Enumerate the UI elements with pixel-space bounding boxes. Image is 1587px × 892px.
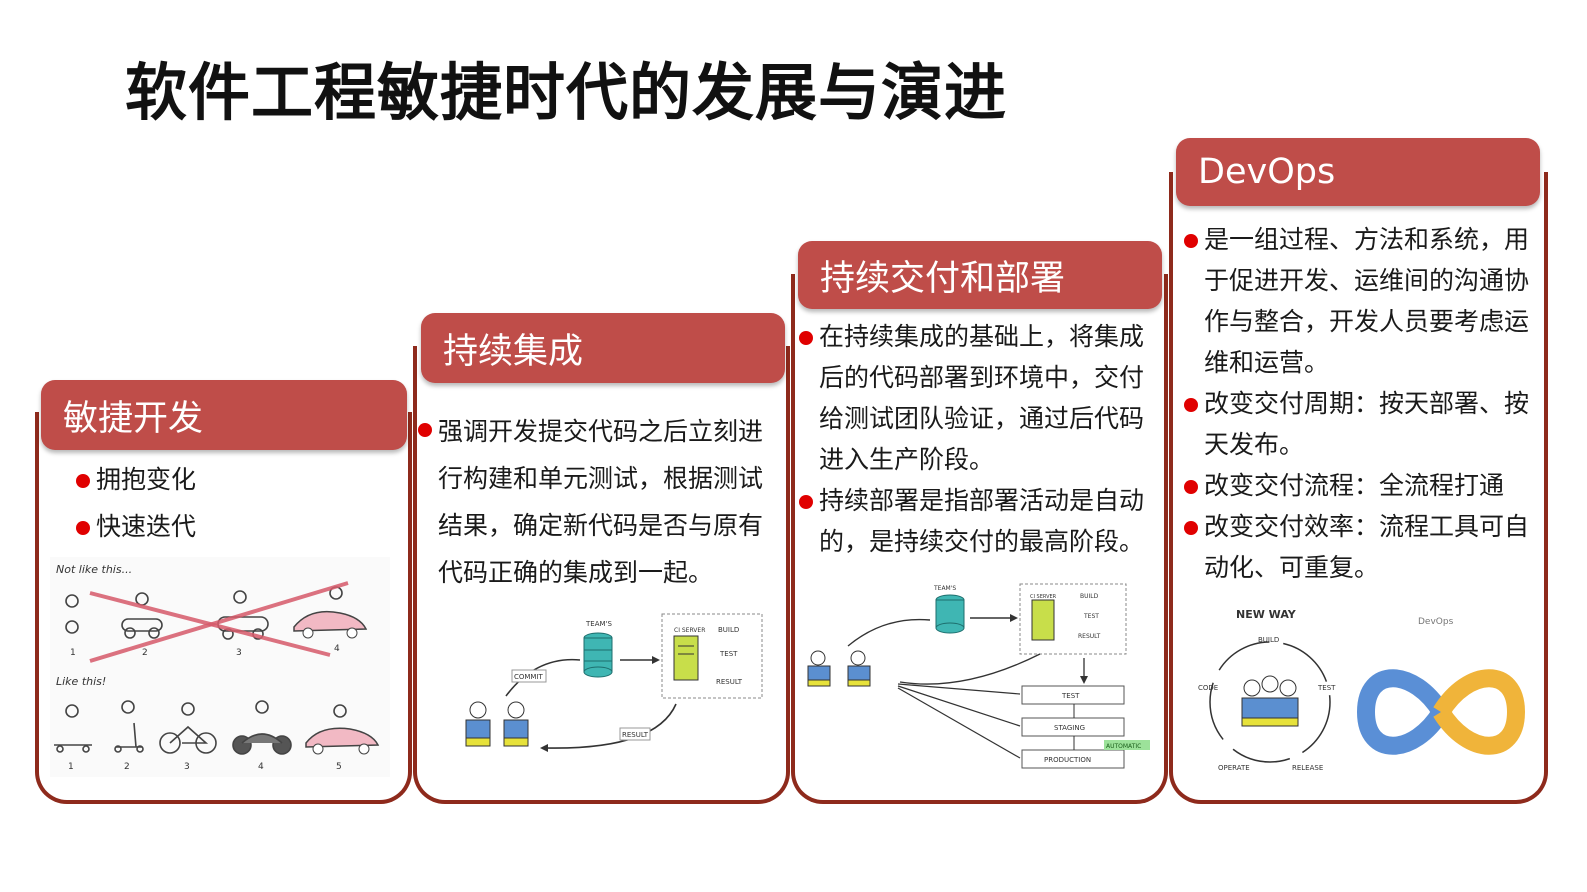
environment-stack: TEST STAGING PRODUCTION AUTOMATIC (1021, 685, 1150, 769)
cycle-step: CODE (1198, 684, 1218, 692)
mvp-step-label: 3 (184, 762, 190, 772)
stage-agile-header: 敏捷开发 (41, 380, 407, 450)
stage-ci-title: 持续集成 (443, 331, 584, 372)
stage-cd-header: 持续交付和部署 (798, 241, 1162, 309)
devops-infinity-diagram: DevOps (1356, 617, 1526, 755)
bullet-item: 改变交付流程：全流程打通 (1184, 465, 1529, 506)
ci-server-box: CI SERVER BUILD TEST RESULT (1019, 583, 1127, 655)
repository-icon: TEAM'S (583, 620, 613, 678)
ci-step: RESULT (1078, 633, 1101, 640)
stage-cd-title: 持续交付和部署 (820, 258, 1066, 299)
ci-server-label: CI SERVER (1030, 594, 1057, 600)
bullet-item: 改变交付周期：按天部署、按天发布。 (1184, 383, 1529, 465)
bullet-item: 拥抱变化 (76, 459, 396, 500)
repository-icon: TEAM'S (933, 585, 965, 634)
bullet-item: 在持续集成的基础上，将集成后的代码部署到环境中，交付给测试团队验证，通过后代码进… (799, 316, 1161, 480)
bullet-item: 快速迭代 (76, 506, 396, 547)
stage-devops-header: DevOps (1176, 138, 1540, 206)
developers-icon (807, 650, 871, 687)
page-title: 软件工程敏捷时代的发展与演进 (125, 56, 1008, 129)
mvp-step-label: 2 (142, 648, 148, 658)
ci-flow-diagram: COMMIT TEAM'S CI SERVER BUILD TEST RESUL… (465, 613, 763, 752)
stage-agile-frame (35, 412, 412, 804)
env-label: STAGING (1054, 724, 1085, 732)
mvp-step-label: 4 (258, 762, 264, 772)
stage-devops-bullets: 是一组过程、方法和系统，用于促进开发、运维间的沟通协作与整合，开发人员要考虑运维… (1184, 219, 1529, 588)
mvp-car-icon (293, 610, 368, 632)
stage-devops-title: DevOps (1198, 152, 1336, 192)
ci-step: BUILD (718, 626, 739, 634)
cycle-step: TEST (1317, 684, 1336, 692)
mvp-label-top: Not like this... (56, 563, 132, 576)
mvp-illustration: Not like this... 1 2 3 4 Like this! 1 2 … (50, 557, 390, 777)
infinity-right-loop (1433, 669, 1526, 755)
ci-step: TEST (1083, 613, 1099, 620)
cycle-title: NEW WAY (1236, 608, 1297, 621)
stage-cd-bullets: 在持续集成的基础上，将集成后的代码部署到环境中，交付给测试团队验证，通过后代码进… (799, 316, 1161, 562)
infinity-title: DevOps (1418, 617, 1454, 627)
repo-label: TEAM'S (585, 620, 612, 628)
result-label: RESULT (622, 731, 649, 739)
cycle-step: BUILD (1258, 636, 1279, 644)
mvp-step-label: 3 (236, 648, 242, 658)
stage-agile-title: 敏捷开发 (63, 398, 204, 439)
cycle-step: OPERATE (1218, 764, 1250, 772)
devops-cycle-diagram: NEW WAY BUILD TEST RELEASE OPERATE CODE (1198, 608, 1336, 772)
ci-step: BUILD (1080, 593, 1099, 600)
bullet-item: 改变交付效率：流程工具可自动化、可重复。 (1184, 506, 1529, 588)
developers-icon (465, 701, 529, 747)
deploy-arrows (897, 683, 1021, 759)
stage-agile-bullets: 拥抱变化 快速迭代 (76, 459, 396, 547)
mvp-step-label: 2 (124, 762, 130, 772)
mvp-step-label: 4 (334, 644, 340, 654)
mvp-bottom-row (54, 700, 292, 755)
stage-cd-frame (791, 274, 1168, 804)
repo-label: TEAM'S (933, 585, 956, 592)
mvp-step-label: 5 (336, 762, 342, 772)
env-label: PRODUCTION (1044, 756, 1091, 764)
mvp-label-bottom: Like this! (56, 675, 106, 688)
stage-ci-frame (413, 346, 790, 804)
mvp-step-label: 1 (68, 762, 74, 772)
team-icon (1241, 675, 1299, 727)
cd-pipeline-diagram: TEAM'S CI SERVER BUILD TEST RESULT TEST … (807, 583, 1150, 769)
commit-label: COMMIT (514, 673, 544, 681)
cycle-step: RELEASE (1292, 764, 1323, 772)
mvp-step-label: 1 (70, 648, 76, 658)
ci-server-label: CI SERVER (674, 627, 705, 634)
bullet-item: 强调开发提交代码之后立刻进行构建和单元测试，根据测试结果，确定新代码是否与原有代… (418, 408, 782, 596)
stage-ci-bullets: 强调开发提交代码之后立刻进行构建和单元测试，根据测试结果，确定新代码是否与原有代… (418, 408, 782, 596)
env-label: TEST (1061, 692, 1080, 700)
ci-step: RESULT (716, 678, 743, 686)
bullet-item: 持续部署是指部署活动是自动的，是持续交付的最高阶段。 (799, 480, 1161, 562)
stage-ci-header: 持续集成 (421, 313, 785, 383)
infinity-left-loop (1356, 669, 1449, 755)
ci-step: TEST (719, 650, 738, 658)
ci-server-box: CI SERVER BUILD TEST RESULT (661, 613, 763, 699)
bullet-item: 是一组过程、方法和系统，用于促进开发、运维间的沟通协作与整合，开发人员要考虑运维… (1184, 219, 1529, 383)
automatic-tag: AUTOMATIC (1106, 743, 1141, 750)
mvp-car-final-icon (305, 727, 380, 748)
stage-devops-frame (1169, 172, 1548, 804)
